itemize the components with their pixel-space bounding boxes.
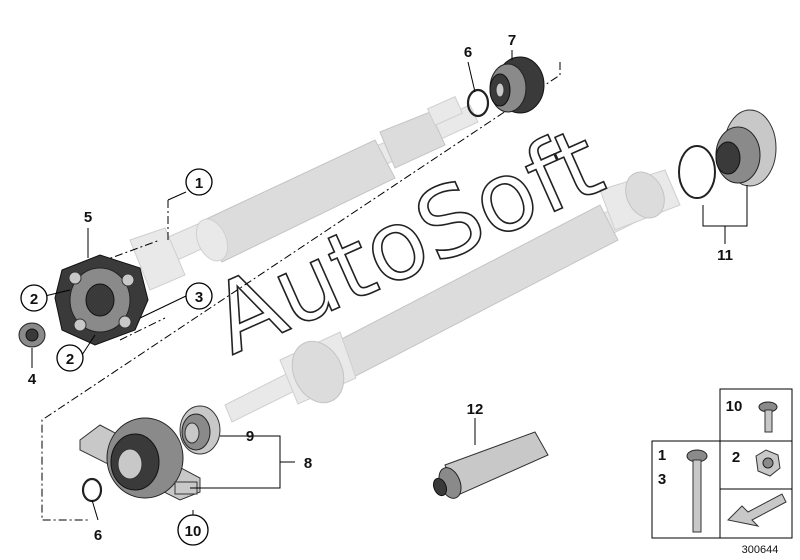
assembly-lines	[41, 62, 561, 521]
callout-11: 11	[717, 247, 733, 264]
callout-4: 4	[28, 371, 37, 388]
legend-box-c-label: 2	[732, 449, 740, 466]
bolt-short-icon	[758, 401, 778, 433]
circlip-lower-part	[81, 477, 103, 503]
leader-lines	[31, 50, 748, 545]
upper-driveshaft-ghost	[129, 96, 479, 291]
callout-8: 8	[304, 455, 312, 472]
flex-disc-part	[54, 254, 149, 346]
arrow-icon	[726, 493, 787, 527]
hex-nut-icon	[755, 449, 781, 477]
center-bearing-part	[79, 417, 201, 501]
callout-1: 1	[195, 175, 203, 192]
lower-driveshaft-ghost	[224, 169, 681, 423]
needle-bearing-part	[179, 405, 221, 455]
drawing-number: 300644	[742, 544, 779, 556]
circlip-upper-part	[466, 88, 490, 118]
legend-box-b-label-bottom: 3	[658, 471, 666, 488]
callout-7: 7	[508, 32, 516, 49]
callout-3: 3	[195, 289, 203, 306]
callout-6-upper: 6	[464, 44, 472, 61]
callout-12: 12	[467, 401, 484, 418]
callout-2-upper: 2	[30, 291, 38, 308]
callout-10: 10	[185, 523, 202, 540]
legend-box-a-label: 10	[726, 398, 743, 415]
callout-2-lower: 2	[66, 351, 74, 368]
hardware-legend: 10 1 3 2 300644	[651, 388, 793, 556]
grease-tube-part	[432, 431, 549, 499]
callouts: 1 5 2 3 2 4 6 7 11 12 9 8 6 10	[20, 32, 733, 546]
callout-6-lower: 6	[94, 527, 102, 544]
legend-box-b-label-top: 1	[658, 447, 666, 464]
bolt-long-icon	[686, 449, 708, 533]
flange-part	[678, 109, 777, 199]
centering-sleeve-part	[18, 322, 46, 348]
callout-9: 9	[246, 428, 254, 445]
callout-5: 5	[84, 209, 92, 226]
rubber-boot-part	[489, 56, 545, 114]
